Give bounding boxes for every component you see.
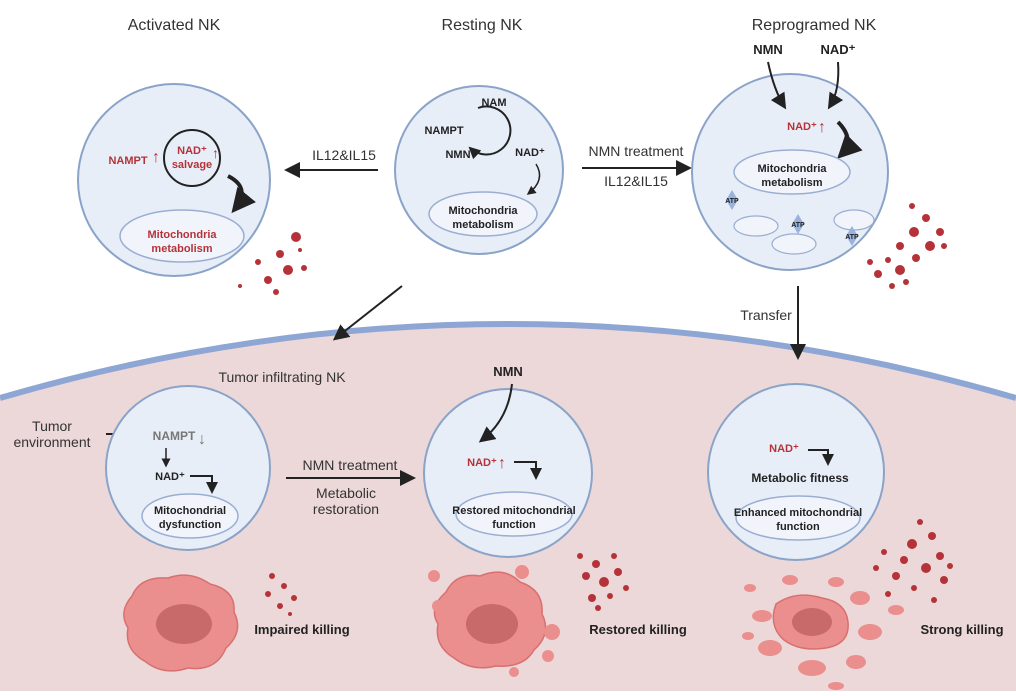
il-right-label: IL12&IL15 [604, 173, 668, 189]
resting-mito-line1: Mitochondria [448, 205, 518, 217]
atp-label: ATP [845, 234, 859, 241]
restored-nk-cell: NMN NAD⁺ ↑ Restored mitochondrial functi… [423, 364, 593, 558]
reprog-nmn-in-label: NMN [753, 42, 783, 57]
atp-star-icon [846, 226, 858, 246]
tumor-infiltrating-label: Tumor infiltrating NK [218, 369, 346, 385]
il-left-label: IL12&IL15 [312, 147, 376, 163]
atp-label: ATP [791, 222, 805, 229]
up-arrow-icon: ↑ [818, 119, 826, 136]
restored-killing-label: Restored killing [589, 622, 687, 637]
reprogramed-nk-cell: NMN NAD⁺ NAD⁺ ↑ Mitochondria metabolism … [691, 42, 889, 271]
tumor-cell-impaired [123, 574, 239, 672]
fitness-nad-label: NAD⁺ [769, 443, 799, 455]
strong-killing-label: Strong killing [920, 622, 1003, 637]
activated-mito-line2: metabolism [151, 243, 212, 255]
activated-nad-label: NAD⁺ [177, 145, 207, 157]
resting-nad-label: NAD⁺ [515, 147, 545, 159]
title-activated-nk: Activated NK [128, 17, 221, 34]
resting-nampt-label: NAMPT [424, 125, 463, 137]
dysf-nampt-label: NAMPT [153, 429, 196, 443]
activated-mito-line1: Mitochondria [147, 229, 217, 241]
fitness-label: Metabolic fitness [751, 471, 849, 485]
tumor-env-line2: environment [13, 434, 90, 450]
nmn-treatment-bottom-label: NMN treatment [303, 457, 398, 473]
resting-mito-line2: metabolism [452, 219, 513, 231]
granules-activated [238, 232, 307, 295]
title-reprogramed-nk: Reprogramed NK [752, 17, 877, 34]
impaired-killing-label: Impaired killing [254, 622, 349, 637]
transfer-label: Transfer [740, 307, 792, 323]
granules-strong [873, 519, 953, 603]
fitness-nk-cell: NAD⁺ Metabolic fitness Enhanced mitochon… [707, 383, 885, 561]
resting-nk-cell: NAM NAMPT NMN NAD⁺ Mitochondria metaboli… [394, 85, 564, 255]
resting-nam-label: NAM [481, 97, 506, 109]
salvage-cycle-arrow [468, 105, 512, 160]
reprog-nad-label: NAD⁺ [787, 121, 817, 133]
tumor-env-line1: Tumor [32, 418, 72, 434]
up-arrow-icon: ↑ [498, 455, 506, 472]
granules-restored [577, 553, 629, 611]
restored-nad-label: NAD⁺ [467, 457, 497, 469]
activated-nk-cell: NAMPT ↑ NAD⁺ ↑ salvage Mitochondria meta… [77, 83, 271, 277]
reprog-nad-in-label: NAD⁺ [820, 42, 855, 57]
tumor-cell-strong [742, 575, 904, 690]
down-arrow-icon: ↓ [198, 431, 206, 448]
restored-line1: Restored mitochondrial [452, 505, 575, 517]
restored-nmn-label: NMN [493, 364, 523, 379]
reprog-mito-line1: Mitochondria [757, 163, 827, 175]
dysf-line2: dysfunction [159, 519, 222, 531]
reprog-mito-line2: metabolism [761, 177, 822, 189]
atp-label: ATP [725, 198, 739, 205]
restoration-label: restoration [313, 501, 379, 517]
activated-nampt-label: NAMPT [108, 155, 147, 167]
tissue-membrane [0, 321, 1016, 401]
granules-impaired [265, 573, 297, 616]
dysf-nad-label: NAD⁺ [155, 471, 185, 483]
activated-salvage-label: salvage [172, 159, 212, 171]
title-resting-nk: Resting NK [442, 17, 523, 34]
arrow-to-tumor [332, 285, 403, 341]
granules-reprogramed [867, 203, 947, 289]
atp-star-icon [792, 214, 804, 234]
resting-nmn-label: NMN [445, 149, 470, 161]
tumor-cell-restored [428, 565, 560, 677]
metabolic-label: Metabolic [316, 485, 376, 501]
restored-line2: function [492, 519, 536, 531]
up-arrow-icon: ↑ [212, 145, 219, 161]
fitness-line2: function [776, 521, 820, 533]
mitochondrion-shape [428, 191, 538, 237]
up-arrow-icon: ↑ [152, 149, 160, 166]
dysf-line1: Mitochondrial [154, 505, 226, 517]
nmn-treatment-top-label: NMN treatment [589, 143, 684, 159]
fitness-line1: Enhanced mitochondrial [734, 507, 862, 519]
dysfunction-nk-cell: NAMPT ↓ NAD⁺ Mitochondrial dysfunction [105, 385, 271, 551]
atp-star-icon [726, 190, 738, 210]
